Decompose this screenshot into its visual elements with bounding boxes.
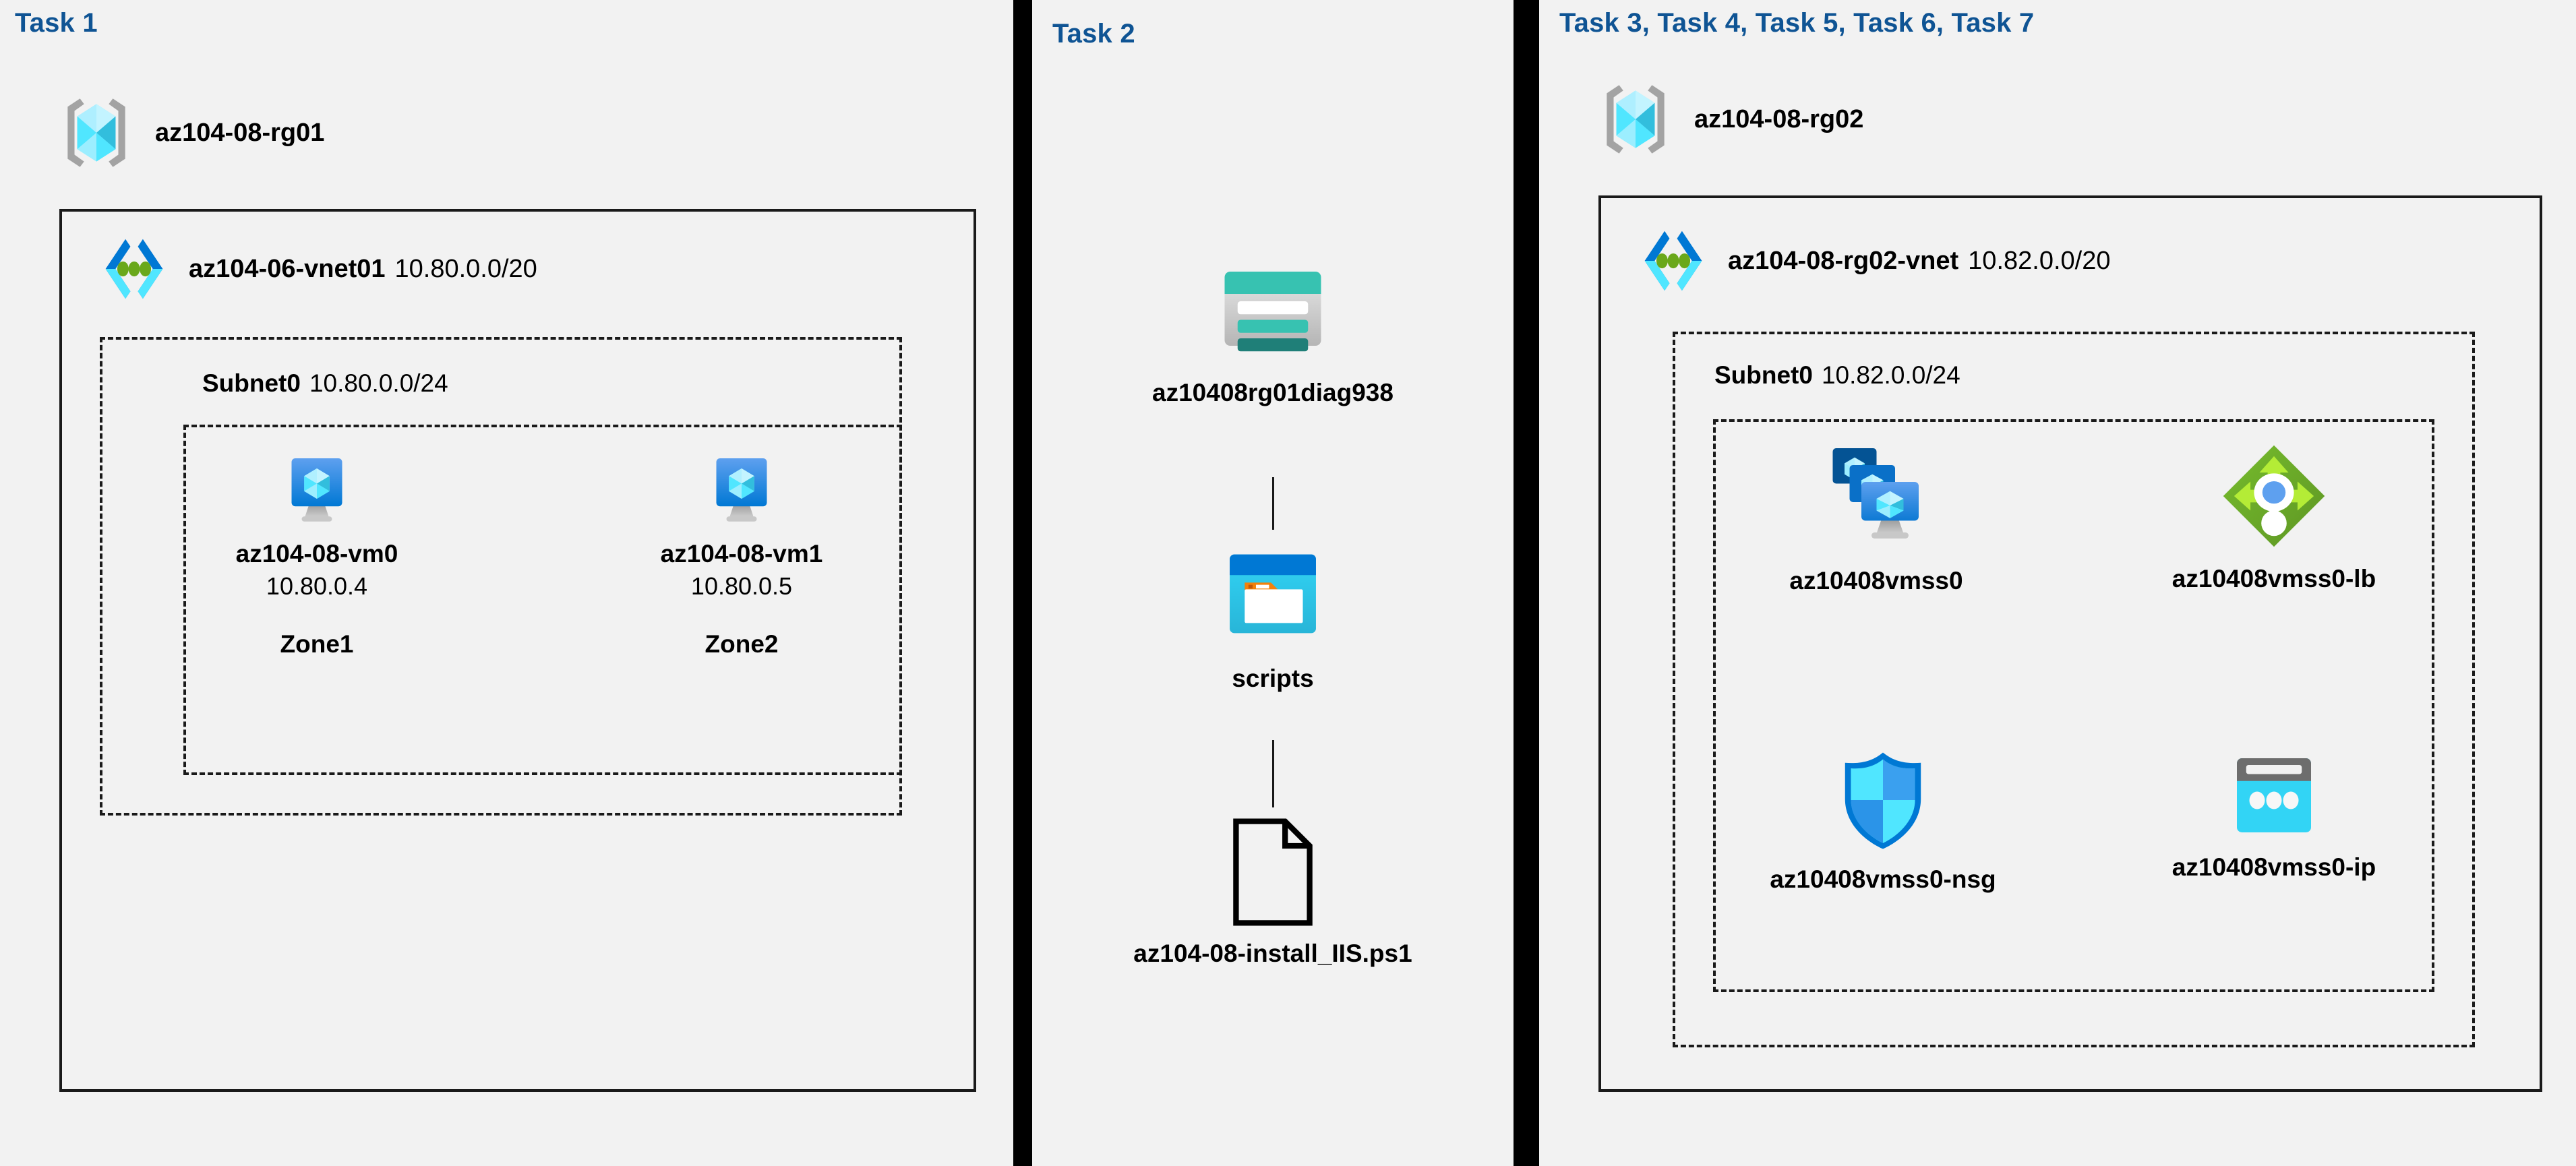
vmss-node[interactable]: az10408vmss0 [1762,438,1991,595]
vnet-name-task-3: az104-08-rg02-vnet [1728,246,1959,275]
vnet-name-task-1: az104-06-vnet01 [189,254,386,283]
vm-scale-set-icon [1818,438,1936,556]
network-security-group-icon [1836,747,1929,855]
vm-node-az104-08-vm0[interactable]: az104-08-vm0 10.80.0.4 Zone1 [222,448,411,658]
vnet-header-task-3: az104-08-rg02-vnet 10.82.0.0/20 [1634,221,2110,301]
vnet-box-task-1 [59,209,976,1092]
subnet-cidr-task-1: 10.80.0.0/24 [309,369,448,397]
connector-storage-to-container [1272,477,1274,530]
availability-zone-box-task-1 [183,425,902,775]
public-ip-address-icon [2227,748,2321,842]
virtual-machine-icon [276,448,357,529]
nsg-node[interactable]: az10408vmss0-nsg [1748,747,2018,894]
resource-group-name-rg01: az104-08-rg01 [155,118,325,147]
subnet-label-task-1: Subnet0 10.80.0.0/24 [202,369,448,398]
public-ip-name: az10408vmss0-ip [2171,853,2376,881]
file-node[interactable]: az104-08-install_IIS.ps1 [1064,816,1482,968]
subnet-box-task-3 [1673,332,2475,1047]
storage-account-node[interactable]: az10408rg01diag938 [1064,249,1482,407]
resource-group-header-rg02: az104-08-rg02 [1592,75,1863,163]
subnet-name-task-1: Subnet0 [202,369,301,397]
vm-name-az104-08-vm1: az104-08-vm1 [660,540,823,567]
vm-ip-az104-08-vm0: 10.80.0.4 [266,572,368,600]
vnet-label-task-1: az104-06-vnet01 10.80.0.0/20 [189,255,537,284]
virtual-network-icon [94,229,174,309]
resource-group-icon [53,89,140,177]
public-ip-node[interactable]: az10408vmss0-ip [2146,748,2402,882]
resource-group-icon [1592,75,1679,163]
storage-account-name: az10408rg01diag938 [1152,379,1394,406]
vnet-cidr-task-3: 10.82.0.0/20 [1968,246,2111,275]
panel-task-2: Task 2 az10408rg01diag [1032,0,1514,1166]
panel-task-1: Task 1 az104-08-rg01 [0,0,1013,1166]
vnet-label-task-3: az104-08-rg02-vnet 10.82.0.0/20 [1728,247,2110,276]
panel-title-task-2: Task 2 [1052,19,1135,49]
subnet-cidr-task-3: 10.82.0.0/24 [1821,361,1960,389]
subnet-label-task-3: Subnet0 10.82.0.0/24 [1714,361,1960,390]
blob-container-icon [1213,534,1333,654]
file-icon [1229,816,1317,929]
load-balancer-node[interactable]: az10408vmss0-lb [2139,438,2409,593]
vmss-name: az10408vmss0 [1789,567,1963,594]
storage-account-icon [1214,249,1332,368]
resource-group-inner-box-task-3 [1713,419,2434,992]
panel-title-task-3-7: Task 3, Task 4, Task 5, Task 6, Task 7 [1559,8,2035,38]
vnet-cidr-task-1: 10.80.0.0/20 [394,254,537,283]
connector-container-to-file [1272,740,1274,807]
panel-title-task-1: Task 1 [15,8,98,38]
file-name: az104-08-install_IIS.ps1 [1133,940,1412,967]
vm-node-az104-08-vm1[interactable]: az104-08-vm1 10.80.0.5 Zone2 [647,448,836,658]
resource-group-header-rg01: az104-08-rg01 [53,89,324,177]
resource-group-name-rg02: az104-08-rg02 [1694,104,1864,133]
virtual-machine-icon [701,448,782,529]
vnet-box-task-3 [1598,195,2542,1092]
nsg-name: az10408vmss0-nsg [1770,865,1996,893]
load-balancer-name: az10408vmss0-lb [2171,565,2376,592]
vm-zone-az104-08-vm0: Zone1 [280,630,354,658]
subnet-name-task-3: Subnet0 [1714,361,1813,389]
blob-container-node[interactable]: scripts [1192,534,1354,693]
vm-ip-az104-08-vm1: 10.80.0.5 [690,572,793,600]
panel-divider-1 [1013,0,1032,1166]
panel-divider-2 [1514,0,1539,1166]
blob-container-name: scripts [1232,665,1314,692]
virtual-network-icon [1634,221,1713,301]
panel-task-3-7: Task 3, Task 4, Task 5, Task 6, Task 7 a… [1539,0,2576,1166]
load-balancer-icon [2216,438,2332,554]
vm-zone-az104-08-vm1: Zone2 [705,630,779,658]
vnet-header-task-1: az104-06-vnet01 10.80.0.0/20 [94,229,537,309]
vm-name-az104-08-vm0: az104-08-vm0 [235,540,398,567]
